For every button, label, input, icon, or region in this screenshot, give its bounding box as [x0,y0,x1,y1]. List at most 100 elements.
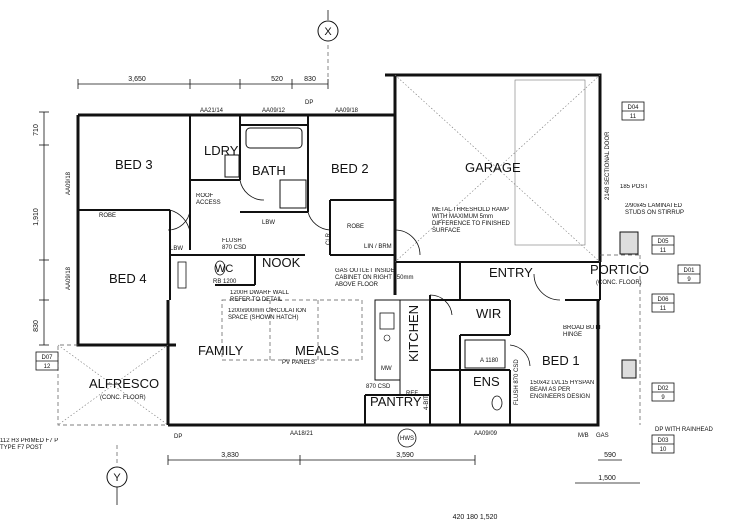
label-aa6: AA09/18 [66,171,72,195]
note-hinge: BROAD BUTT HINGE [563,325,602,338]
label-aa1: AA09/12 [262,108,286,114]
note-circ: 1200x900mm CIRCULATION SPACE (SHOWN HATC… [228,308,307,321]
svg-text:12: 12 [44,364,51,370]
note-sectional: 2148 SECTIONAL DOOR [605,131,611,200]
dim-bot-2: 3,590 [396,452,414,459]
tag-d02: D02 9 [651,382,675,402]
svg-text:11: 11 [660,306,667,312]
note-ramp: METAL THRESHOLD RAMP WITH MAXIMUM 5mm DI… [432,207,510,234]
tag-d05: D05 11 [651,235,675,255]
note-studs: 2/90x45 LAMINATED STUDS ON STIRRUP [625,203,685,216]
label-hws: HWS [400,436,414,442]
room-bed4: BED 4 [109,271,147,286]
grid-y-label: Y [113,472,121,484]
grid-y-marker: Y [106,445,128,505]
note-robe-1: ROBE [99,213,116,219]
room-portico: PORTICO [590,262,649,277]
tag-d04: D04 11 [621,101,645,121]
svg-text:11: 11 [660,248,667,254]
note-primed: 112 H3 PRIMED F7 P TYPE F7 POST [0,438,59,451]
room-bed3: BED 3 [115,157,153,172]
label-aa2: AA09/18 [335,108,359,114]
dim-top-1: 3,650 [128,76,146,83]
note-clr: CLR [326,232,332,245]
label-aa4: AA18/21 [290,431,314,437]
note-post185: 185 POST [620,184,649,190]
dashed-features [177,261,363,361]
room-labels: BED 3 LDRY BATH BED 2 GARAGE BED 4 WC NO… [89,143,649,409]
svg-text:10: 10 [660,447,667,453]
room-bed2: BED 2 [331,161,369,176]
door-swings [167,179,561,367]
note-csd870: 870 CSD [366,384,391,390]
dim-top-2: 520 [271,76,283,83]
room-ens: ENS [473,374,500,389]
svg-text:D07: D07 [41,355,53,361]
svg-text:9: 9 [687,277,691,283]
note-dwarf: 1200H DWARF WALL REFER TO DETAIL [230,290,289,303]
garage-diagonals [394,74,601,263]
note-wc-size: RB 1200 [213,279,237,285]
annotations: METAL THRESHOLD RAMP WITH MAXIMUM 5mm DI… [0,131,714,451]
kitchen-benches [374,299,431,396]
room-kitchen: KITCHEN [406,305,421,362]
room-pantry: PANTRY [370,394,422,409]
svg-text:D02: D02 [657,386,669,392]
dim-left-3: 830 [33,320,40,332]
svg-text:9: 9 [661,395,665,401]
note-beam: 150x42 LVL15 HYSPAN BEAM AS PER ENGINEER… [530,380,595,400]
tag-d07: D07 12 [35,351,59,371]
dim-left-2: 1,910 [33,208,40,226]
room-alfresco-sub: (CONC. FLOOR) [100,395,146,401]
portico-details [600,231,641,425]
misc-labels: DP DP LBW LBW HWS GAS M/B AA09/12 AA09/1… [66,100,609,448]
room-garage: GARAGE [465,160,521,175]
room-ldry: LDRY [204,143,239,158]
room-family: FAMILY [198,343,244,358]
room-wir: WIR [476,306,501,321]
room-portico-sub: (CONC. FLOOR) [596,280,642,286]
interior-walls [78,115,600,425]
room-meals: MEALS [295,343,339,358]
dim-left-1: 710 [33,124,40,136]
note-pv: PV PANELS [282,360,315,366]
label-dp-2: DP [174,434,182,440]
room-nook: NOOK [262,255,301,270]
svg-text:D01: D01 [683,268,695,274]
note-flush-2: FLUSH 870 CSD [514,359,520,405]
note-a1180: A 1180 [480,358,499,364]
room-bed1: BED 1 [542,353,580,368]
note-roof-access: ROOF ACCESS [196,193,221,206]
label-aa7: AA09/18 [66,266,72,290]
tag-d01: D01 9 [677,264,701,284]
label-gas: GAS [596,433,609,439]
top-dimensions: 3,650 520 830 [77,76,329,89]
svg-text:D06: D06 [657,297,669,303]
exterior-walls [76,73,602,427]
left-dimensions: 710 1,910 830 [33,111,49,346]
label-lbw-1: LBW [170,246,183,252]
dim-bot-cut: 420 180 1,520 [453,514,498,521]
label-aa5: AA09/09 [474,431,498,437]
grid-x-marker: X [317,10,339,80]
svg-text:D05: D05 [657,239,669,245]
grid-x-label: X [324,26,332,38]
room-alfresco: ALFRESCO [89,376,159,391]
dim-bot-3: 590 [604,452,616,459]
dim-top-3: 830 [304,76,316,83]
wet-area-fixtures [214,127,506,411]
tag-d06: D06 11 [651,293,675,313]
room-bath: BATH [252,163,286,178]
label-dp-1: DP [305,100,313,106]
note-flush-1: FLUSH 870 CSD [222,238,247,251]
bottom-dimensions: 3,830 3,590 590 1,500 420 180 1,520 [167,452,640,521]
note-fridge: REF [406,391,418,397]
tag-d03: D03 10 [651,434,675,454]
note-gas: GAS OUTLET INSIDE CABINET ON RIGHT 750mm… [335,268,414,288]
note-fourbit: 4-BIT [424,395,430,410]
svg-text:D04: D04 [627,105,639,111]
svg-text:11: 11 [630,114,637,120]
note-rainhead: DP WITH RAINHEAD [655,427,714,433]
note-linbrm: LIN / BRM [364,244,392,250]
